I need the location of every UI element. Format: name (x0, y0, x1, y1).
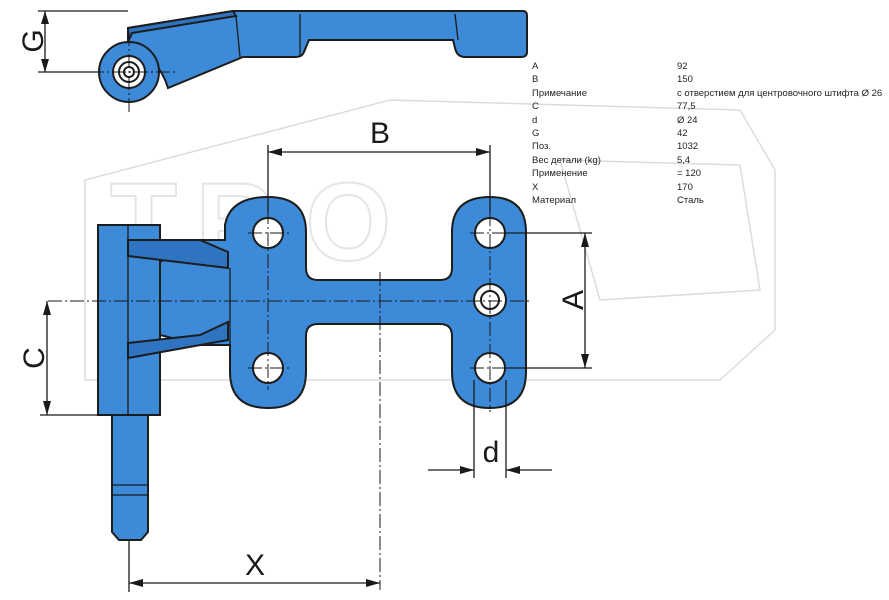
spec-key: d (532, 114, 538, 126)
spec-row: A 92 (532, 60, 888, 73)
dimension-label-d: d (483, 436, 500, 469)
spec-row: Применение = 120 (532, 167, 888, 180)
spec-value: = 120 (677, 168, 702, 180)
spec-value: с отверстием для центровочного штифта Ø … (677, 87, 883, 99)
spec-row: Примечание с отверстием для центровочного… (532, 87, 888, 100)
spec-value: 77,5 (677, 101, 696, 113)
hinge-plate-body (159, 195, 527, 410)
spec-key: Примечание (532, 87, 587, 99)
spec-key: Поз. (532, 141, 551, 153)
dimension-x: X (128, 540, 380, 592)
spec-row: Вес детали (kg) 5,4 (532, 154, 888, 167)
pin-shaft (111, 411, 149, 541)
side-view (90, 9, 528, 112)
spec-value: 92 (677, 61, 688, 72)
hinge-plate (97, 195, 527, 416)
dimension-a: A (505, 232, 592, 369)
hinge-pin (111, 411, 149, 541)
dimension-label-b: B (370, 117, 390, 150)
spec-row: G 42 (532, 127, 888, 140)
spec-value: Ø 24 (677, 114, 698, 126)
spec-row: Материал Сталь (532, 194, 888, 207)
spec-value: 1032 (677, 141, 699, 153)
dimension-d: d (428, 380, 552, 478)
spec-key: C (532, 101, 539, 113)
spec-key: X (532, 181, 539, 193)
spec-key: B (532, 74, 539, 86)
spec-row: C 77,5 (532, 100, 888, 113)
spec-key: A (532, 61, 539, 72)
dimension-label-g: G (17, 29, 50, 52)
spec-row: d Ø 24 (532, 114, 888, 127)
dimension-g: G (17, 10, 128, 73)
dimension-b: B (267, 117, 491, 212)
spec-row: X 170 (532, 181, 888, 194)
spec-key: Применение (532, 168, 588, 180)
dimension-label-c: C (18, 347, 51, 369)
spec-key: Материал (532, 194, 577, 206)
dimension-c: C (18, 301, 112, 416)
dimension-label-a: A (557, 290, 590, 310)
side-view-arm-edge (127, 9, 238, 43)
spec-row: Поз. 1032 (532, 140, 888, 153)
spec-value: 150 (677, 74, 693, 86)
spec-value: 5,4 (677, 154, 691, 166)
spec-value: 42 (677, 127, 688, 139)
spec-key: Вес детали (kg) (532, 154, 601, 166)
side-view-arm (127, 10, 528, 90)
spec-key: G (532, 127, 540, 139)
spec-value: Сталь (677, 194, 704, 206)
dimension-label-x: X (245, 549, 265, 582)
spec-row: B 150 (532, 73, 888, 86)
spec-value: 170 (677, 181, 693, 193)
